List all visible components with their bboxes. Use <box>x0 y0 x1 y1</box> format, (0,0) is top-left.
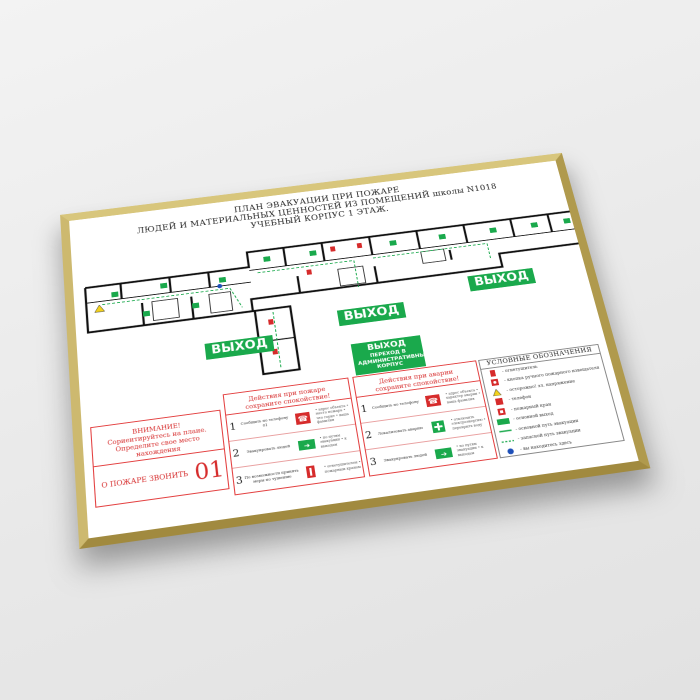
step-description: • адрес объекта • характер аварии • ваша… <box>444 388 481 405</box>
exit-icon: ➔ <box>431 445 456 462</box>
first-aid-icon <box>426 418 451 434</box>
step-text: По возможности принять меры по тушению <box>244 467 299 484</box>
step-number: 1 <box>359 404 369 416</box>
svg-text:☎: ☎ <box>297 413 309 424</box>
stairwells <box>150 249 450 321</box>
phone-icon <box>491 398 507 406</box>
emergency-step: 3 Эвакуировать людей ➔ • по путям эвакуа… <box>366 433 497 476</box>
fire-extinguisher-icon <box>298 463 323 480</box>
step-number: 3 <box>369 456 378 469</box>
fire-step: 2 Эвакуировать людей ➔ • по путям эвакуа… <box>229 424 360 469</box>
step-description: • по путям эвакуации • к выходам <box>455 441 484 457</box>
manual-fire-alarm-icon <box>487 379 502 387</box>
emergency-actions-block: Действия при аварии сохраните спокойстви… <box>352 360 498 477</box>
gold-frame: ПЛАН ЭВАКУАЦИИ ПРИ ПОЖАРЕ ЛЮДЕЙ И МАТЕРИ… <box>60 152 651 550</box>
plan-sheet: ПЛАН ЭВАКУАЦИИ ПРИ ПОЖАРЕ ЛЮДЕЙ И МАТЕРИ… <box>69 160 639 539</box>
step-number: 2 <box>232 448 241 460</box>
you-are-here-icon <box>502 447 518 456</box>
legend-label: - телефон <box>508 395 532 403</box>
fire-call-label: О ПОЖАРЕ ЗВОНИТЬ <box>101 470 189 490</box>
step-text: Локализовать аварию <box>377 425 424 437</box>
step-description: • огнетушителем • пожарным краном <box>323 460 362 474</box>
fire-hydrant-icon <box>493 407 509 416</box>
svg-text:➔: ➔ <box>303 440 311 449</box>
svg-text:➔: ➔ <box>440 449 448 458</box>
exit-icon <box>495 417 511 426</box>
fire-call-number: 01 <box>193 456 226 486</box>
fire-step: 1 Сообщить по телефону 01 ☎ • адрес объе… <box>226 398 356 442</box>
exit-icon: ➔ <box>294 436 319 452</box>
legend-block: УСЛОВНЫЕ ОБОЗНАЧЕНИЯ - огнетушитель - кн… <box>478 343 625 459</box>
phone-icon: ☎ <box>291 410 315 426</box>
high-voltage-icon <box>94 304 104 312</box>
fire-equipment-markers <box>268 242 363 355</box>
fire-extinguisher-icon <box>485 369 500 377</box>
svg-text:☎: ☎ <box>427 395 439 405</box>
evacuation-plan-frame: ПЛАН ЭВАКУАЦИИ ПРИ ПОЖАРЕ ЛЮДЕЙ И МАТЕРИ… <box>60 152 651 550</box>
fire-actions-block: Действия при пожаре сохраните спокойстви… <box>222 377 366 496</box>
warning-block: ВНИМАНИЕ! Сориентируйтесь на плане. Опре… <box>90 409 230 515</box>
step-text: Сообщить по телефону <box>371 399 420 411</box>
instructions-panel: ВНИМАНИЕ! Сориентируйтесь на плане. Опре… <box>89 343 628 527</box>
phone-icon: ☎ <box>421 392 446 408</box>
step-description: • по путям эвакуации • к выходам <box>319 433 348 449</box>
step-description: • отключить электроэнергию • перекрыть в… <box>450 415 487 431</box>
step-number: 2 <box>364 430 373 442</box>
main-route-arrow-icon <box>498 427 514 436</box>
step-text: Эвакуировать людей <box>246 443 291 455</box>
step-text: Эвакуировать людей <box>383 451 428 463</box>
emergency-step: 1 Сообщить по телефону ☎ • адрес объекта… <box>356 381 486 424</box>
spare-route-arrow-icon <box>500 437 516 446</box>
high-voltage-icon <box>489 388 505 396</box>
step-text: Сообщить по телефону 01 <box>240 414 289 428</box>
you-are-here-icon <box>217 283 223 289</box>
step-description: • адрес объекта • место пожара • что гор… <box>314 403 350 424</box>
